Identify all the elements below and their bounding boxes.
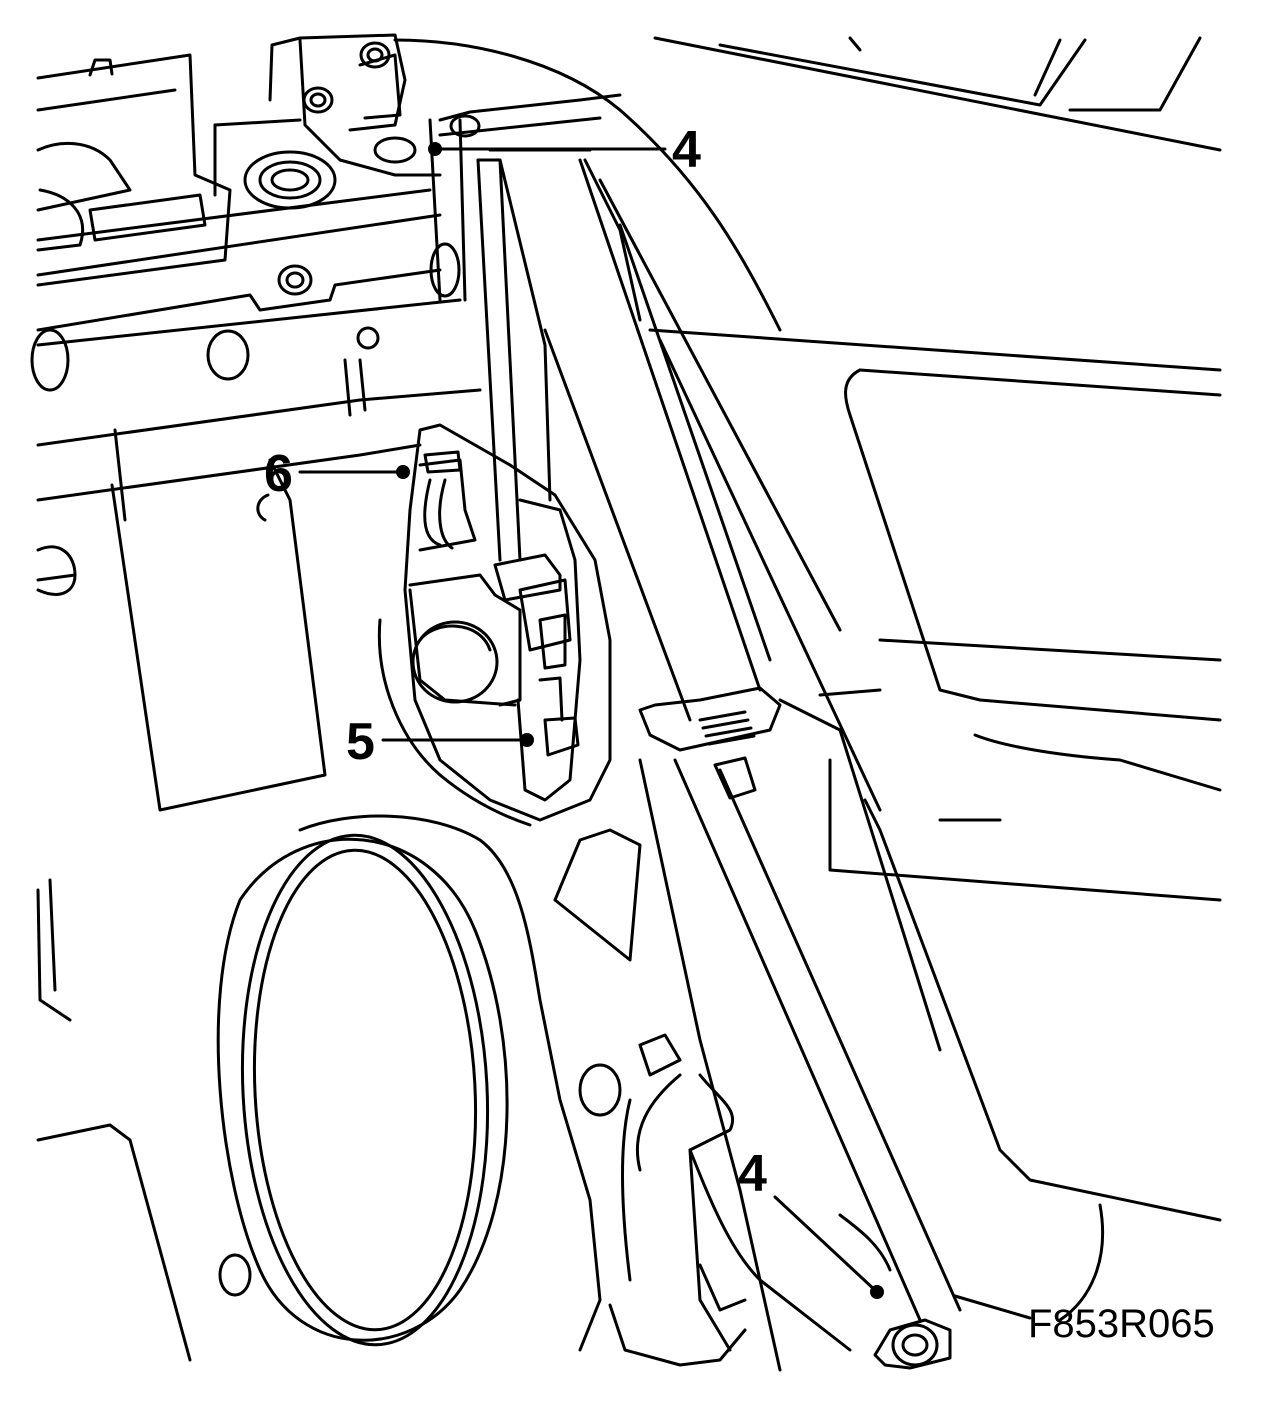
dot-4-bottom — [870, 1285, 884, 1299]
leader-code — [953, 1294, 1032, 1320]
callout-4-bottom: 4 — [738, 1145, 767, 1203]
callout-dots — [396, 142, 884, 1299]
belt-webbing — [476, 148, 782, 800]
leader-4-bottom — [773, 1195, 879, 1294]
speaker-opening — [216, 833, 509, 1347]
callout-6: 6 — [264, 445, 293, 503]
upper-fasteners — [30, 41, 481, 392]
retractor-assembly — [377, 423, 612, 827]
lower-anchor — [838, 1213, 952, 1370]
figure-code: F853R065 — [1028, 1302, 1215, 1346]
mid-left-panel — [36, 358, 482, 812]
callout-4-top: 4 — [672, 121, 701, 179]
dot-4-top — [428, 142, 442, 156]
callout-leaders — [298, 147, 1032, 1320]
lower-inner-panel — [36, 814, 852, 1367]
callout-5: 5 — [346, 713, 375, 771]
dot-6 — [396, 465, 410, 479]
dot-5 — [520, 733, 534, 747]
right-side-panels — [393, 36, 1222, 1322]
